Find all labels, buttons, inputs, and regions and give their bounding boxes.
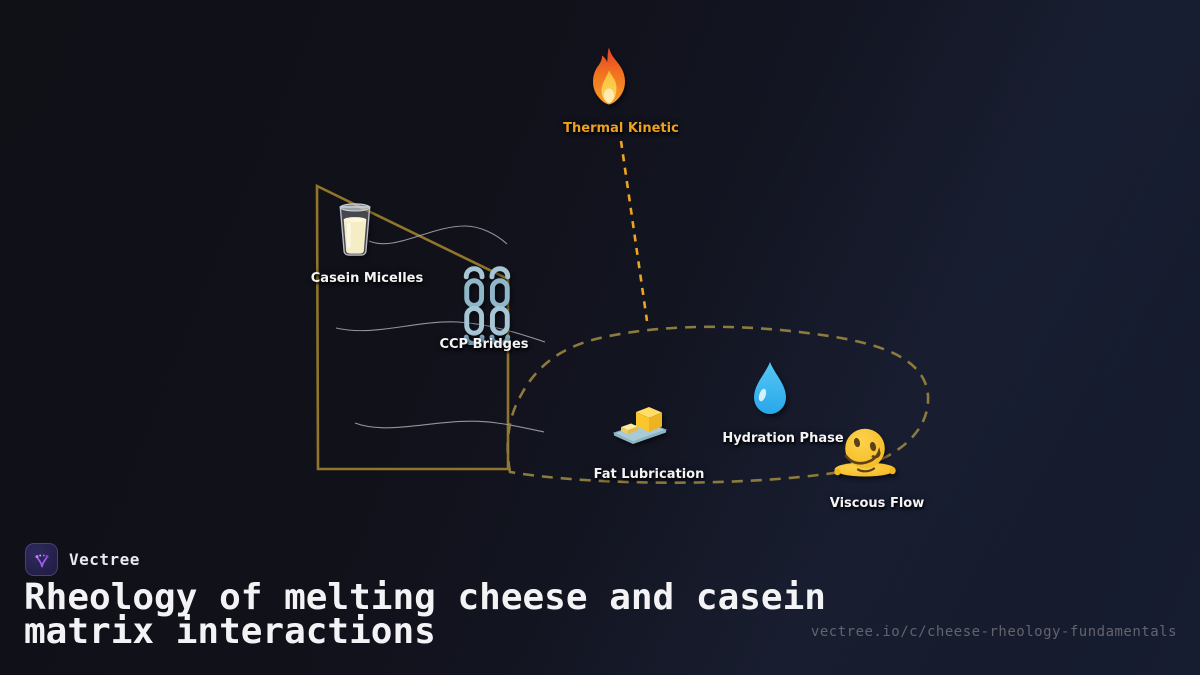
milk-glass-icon	[337, 202, 373, 261]
node-label: Fat Lubrication	[593, 467, 705, 482]
fire-icon	[586, 46, 632, 113]
vectree-logo-icon	[25, 543, 58, 576]
page-url: vectree.io/c/cheese-rheology-fundamental…	[810, 624, 1177, 640]
flow-line	[368, 225, 508, 245]
node-label: Thermal Kinetic	[563, 121, 679, 136]
flow-line	[335, 321, 546, 343]
casein-matrix-outline	[315, 183, 510, 471]
water-drop-icon	[752, 359, 788, 421]
node-label: Casein Micelles	[310, 271, 424, 286]
chains-icon	[461, 262, 513, 349]
melting-face-icon	[832, 427, 898, 483]
flow-line	[354, 420, 545, 433]
node-label: CCP Bridges	[439, 337, 529, 352]
node-label: Viscous Flow	[829, 496, 925, 511]
brand-name: Vectree	[69, 550, 140, 569]
node-label: Hydration Phase	[722, 431, 844, 446]
butter-icon	[612, 402, 668, 448]
thermal-link-line	[619, 140, 649, 322]
page-title: Rheology of melting cheese and casein ma…	[24, 577, 826, 652]
brand-row: Vectree	[25, 543, 140, 576]
melt-zone-outline	[506, 325, 930, 484]
